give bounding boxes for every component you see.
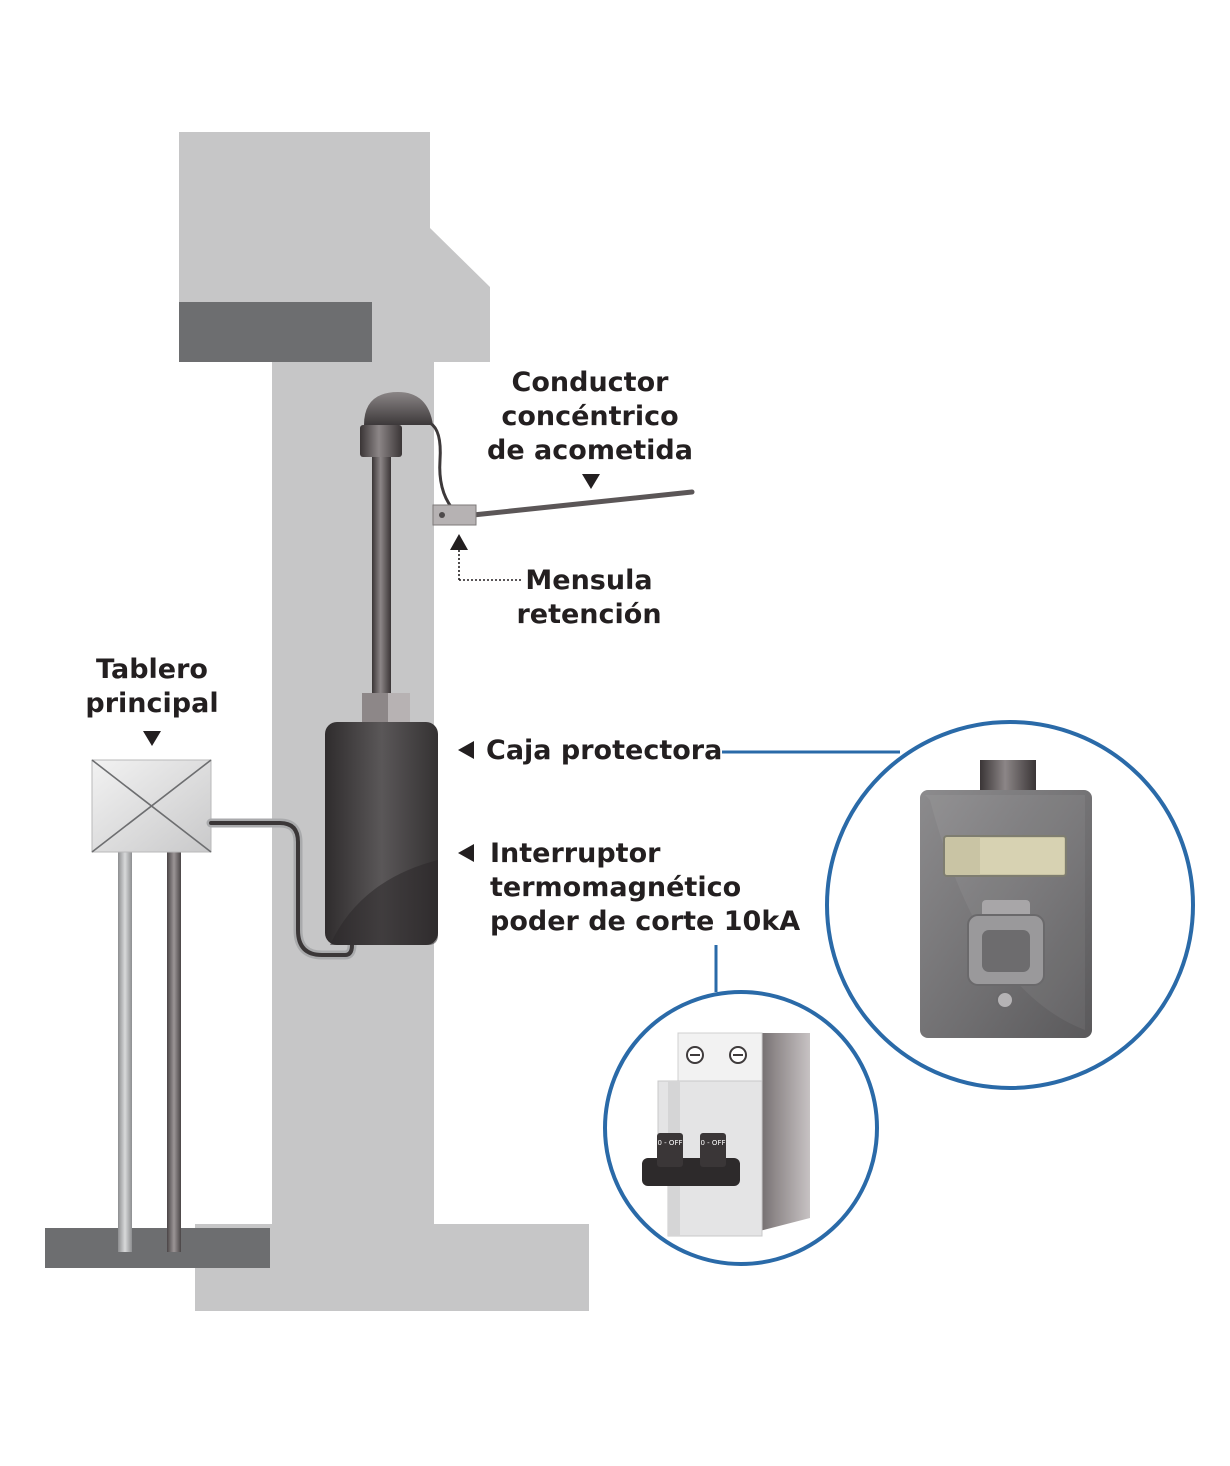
drop-wire [429, 421, 454, 509]
label-interruptor-line-2: termomagnético [490, 872, 742, 903]
breaker-toggle-left-text: 0 - OFF [658, 1139, 683, 1147]
mensula-retencion [432, 489, 695, 526]
label-interruptor-line-3: poder de corte 10kA [490, 906, 801, 937]
label-interruptor: Interruptor termomagnético poder de cort… [490, 837, 800, 939]
conductor-acometida [470, 489, 695, 518]
breaker-toggle-left [657, 1133, 683, 1167]
label-caja-text: Caja protectora [486, 735, 723, 766]
pointers [143, 474, 600, 862]
interruptor-left-triangle-icon [458, 844, 474, 862]
caja-protectora [325, 722, 438, 945]
caja-left-triangle-icon [458, 741, 474, 759]
label-tablero-line-2: principal [85, 688, 219, 719]
cornice [372, 132, 490, 362]
mast-head-nut [360, 425, 402, 457]
conductor-down-triangle-icon [582, 474, 600, 489]
mensula-up-arrow-icon [450, 534, 468, 550]
label-caja: Caja protectora [486, 734, 722, 768]
tablero-leg-right [167, 850, 181, 1252]
detail-pipe [980, 760, 1036, 794]
label-tablero: Tablero principal [72, 653, 232, 721]
tablero-principal [91, 759, 212, 1252]
interruptor-detail-callout: 0 - OFF 0 - OFF [603, 990, 879, 1266]
detail-lock-hole [996, 991, 1014, 1009]
label-mensula-line-2: retención [516, 599, 662, 630]
roof-shadow [179, 302, 372, 362]
service-mast [360, 392, 454, 723]
label-conductor-line-3: de acometida [487, 435, 693, 466]
roof-block [179, 132, 372, 302]
breaker-toggle-right-text: 0 - OFF [701, 1139, 726, 1147]
label-interruptor-line-1: Interruptor [490, 838, 661, 869]
label-conductor-line-1: Conductor [511, 367, 669, 398]
tablero-down-triangle-icon [143, 731, 161, 746]
mast-weathercap [364, 392, 433, 425]
tablero-leg-left [118, 850, 132, 1252]
caja-detail-callout [825, 720, 1195, 1090]
breaker-toggle-right [700, 1133, 726, 1167]
mast-pipe [372, 450, 391, 695]
label-mensula: Mensula retención [500, 564, 678, 632]
label-mensula-line-1: Mensula [525, 565, 653, 596]
label-tablero-line-1: Tablero [96, 654, 208, 685]
label-conductor: Conductor concéntrico de acometida [470, 366, 710, 468]
ground-slab [45, 1228, 270, 1268]
label-conductor-line-2: concéntrico [501, 401, 679, 432]
mensula-bracket [432, 504, 477, 526]
